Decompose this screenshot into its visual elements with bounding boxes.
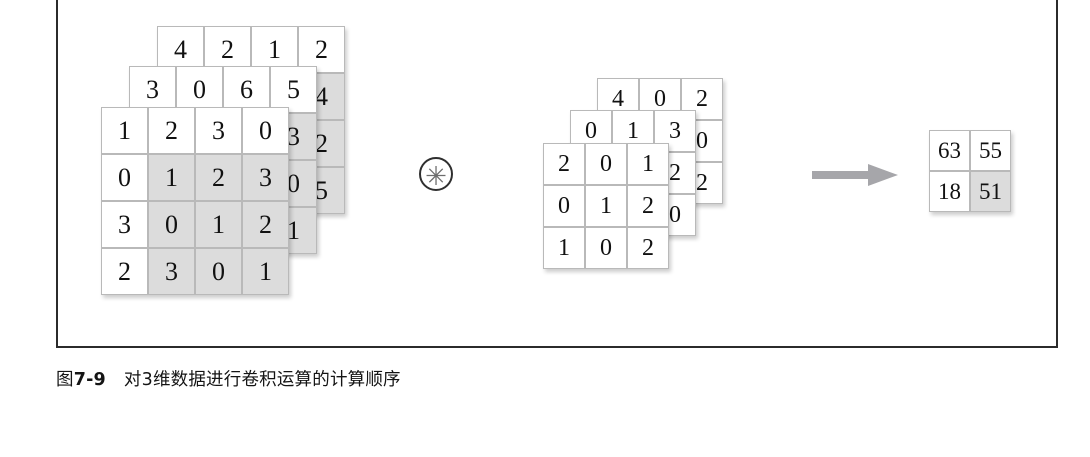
caption-label: 图 [56, 370, 74, 390]
matrix-cell: 1 [543, 227, 585, 269]
matrix-cell: 0 [242, 107, 289, 154]
matrix-cell: 1 [242, 248, 289, 295]
matrix-cell: 3 [101, 201, 148, 248]
matrix-cell: 2 [101, 248, 148, 295]
matrix-cell: 1 [195, 201, 242, 248]
matrix-cell: 2 [627, 185, 669, 227]
matrix-cell: 4 [157, 26, 204, 73]
matrix-cell: 1 [101, 107, 148, 154]
matrix-cell: 0 [543, 185, 585, 227]
matrix-cell: 3 [148, 248, 195, 295]
matrix-cell: 55 [970, 130, 1011, 171]
caption-text: 对3维数据进行卷积运算的计算顺序 [123, 370, 401, 390]
matrix-cell: 2 [543, 143, 585, 185]
matrix-cell: 0 [148, 201, 195, 248]
matrix-cell: 5 [270, 66, 317, 113]
matrix-cell: 2 [148, 107, 195, 154]
matrix-cell: 2 [242, 201, 289, 248]
matrix-cell: 3 [195, 107, 242, 154]
matrix-cell: 0 [195, 248, 242, 295]
matrix-cell: 0 [176, 66, 223, 113]
figure-caption: 图7-9 对3维数据进行卷积运算的计算顺序 [56, 366, 401, 391]
matrix-cell: 51 [970, 171, 1011, 212]
matrix-cell: 3 [242, 154, 289, 201]
matrix-cell: 1 [585, 185, 627, 227]
matrix-cell: 2 [627, 227, 669, 269]
matrix-cell: 3 [129, 66, 176, 113]
matrix-cell: 63 [929, 130, 970, 171]
convolution-operator-icon: ✳ [419, 157, 453, 191]
matrix-cell: 1 [148, 154, 195, 201]
caption-number: 7-9 [73, 370, 106, 390]
matrix-cell: 6 [223, 66, 270, 113]
matrix-cell: 1 [627, 143, 669, 185]
matrix-cell: 0 [585, 143, 627, 185]
result-arrow-icon [812, 164, 898, 186]
convolution-operator-glyph: ✳ [425, 162, 447, 191]
matrix-cell: 2 [204, 26, 251, 73]
matrix-cell: 18 [929, 171, 970, 212]
matrix-cell: 0 [585, 227, 627, 269]
matrix-cell: 2 [298, 26, 345, 73]
matrix-cell: 2 [195, 154, 242, 201]
matrix-cell: 0 [101, 154, 148, 201]
